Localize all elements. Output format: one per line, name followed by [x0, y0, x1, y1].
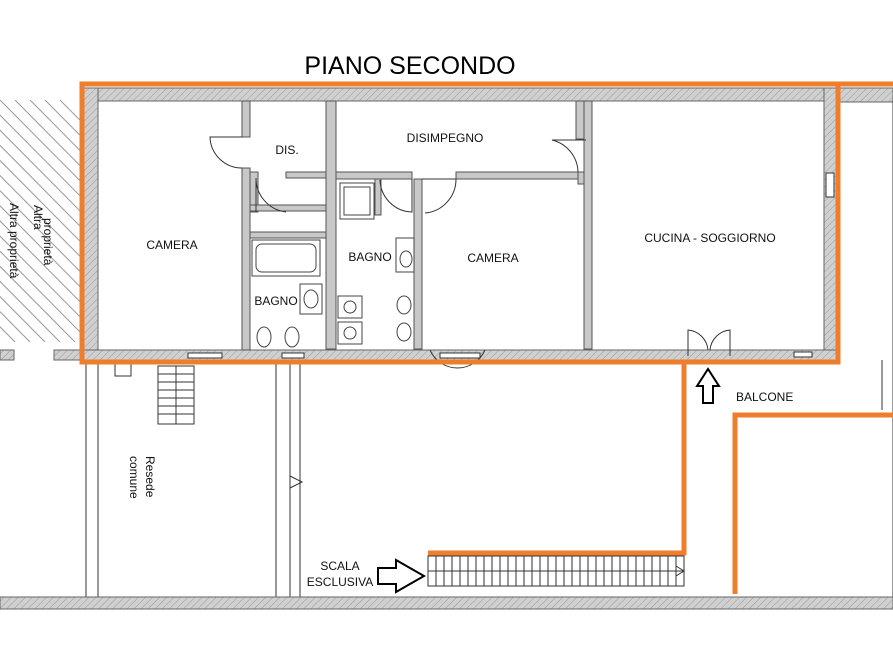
lower-area: [0, 100, 893, 610]
fixtures: [251, 182, 415, 348]
arrow-right-icon: [377, 558, 427, 594]
altra-label-3: Altra proprietà: [7, 203, 21, 279]
room-camera-mid: CAMERA: [467, 251, 518, 265]
scala-label-1: SCALA: [320, 559, 359, 573]
neighbor-property-hatch: [0, 100, 80, 342]
resede-label-2: comune: [127, 456, 141, 499]
plan-title: PIANO SECONDO: [304, 52, 515, 80]
room-disimpegno: DISIMPEGNO: [407, 131, 484, 145]
room-bagno-mid: BAGNO: [348, 250, 391, 264]
balcone-label: BALCONE: [736, 390, 793, 404]
exclusive-stair: [427, 555, 685, 587]
stair-icon: [157, 365, 195, 425]
altra-label-2: proprietà: [41, 218, 55, 266]
resede-label-1: Resede: [143, 456, 157, 498]
room-cucina-soggiorno: CUCINA - SOGGIORNO: [644, 231, 775, 245]
arrow-up-icon: [695, 367, 721, 404]
outer-walls: [83, 87, 893, 361]
interior-walls: [241, 100, 593, 351]
altra-label-1: Altra: [31, 205, 45, 230]
windows: [187, 172, 835, 359]
ownership-highlight: [79, 81, 893, 594]
scala-label-2: ESCLUSIVA: [307, 575, 373, 589]
room-bagno-left: BAGNO: [254, 294, 297, 308]
room-camera-left: CAMERA: [146, 238, 197, 252]
toilet-icon: [256, 326, 272, 348]
room-dis: DIS.: [275, 143, 298, 157]
door-swing-icon: [209, 136, 243, 169]
